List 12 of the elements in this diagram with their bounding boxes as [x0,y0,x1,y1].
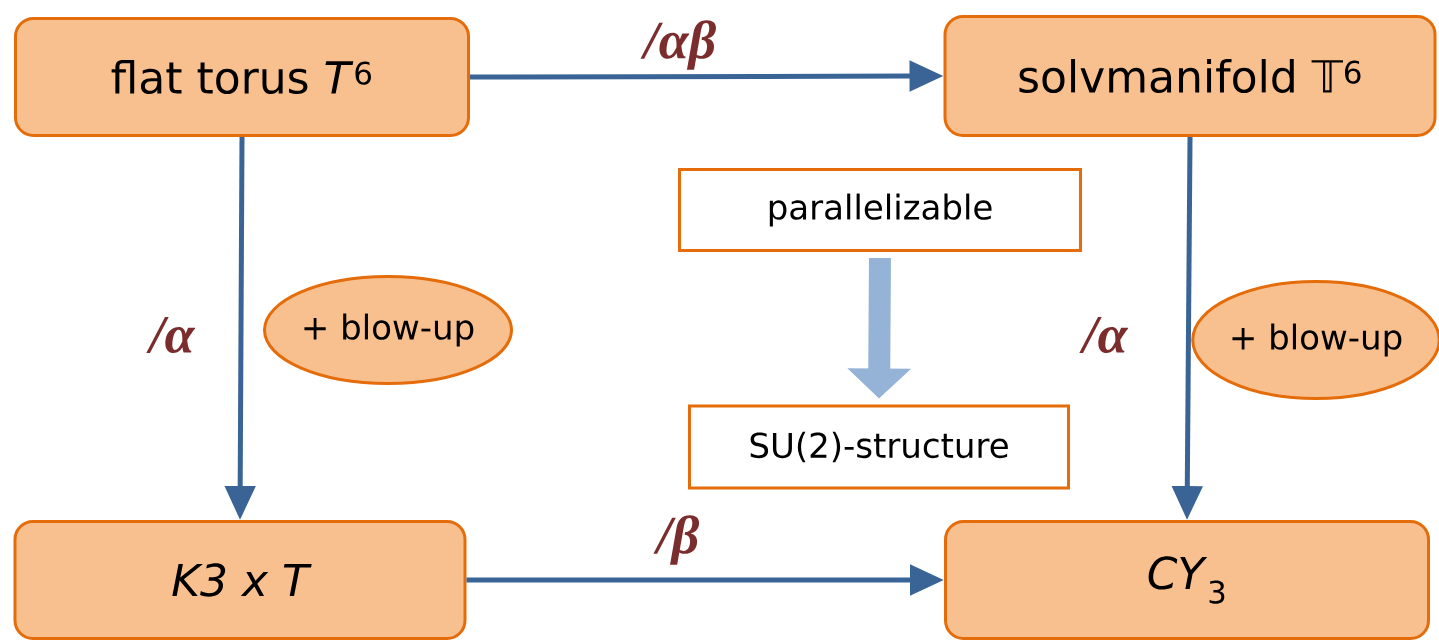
ellipse-node: + blow-up [263,275,513,385]
edge-label: /α [146,316,196,354]
text-box: SU(2)-structure [688,404,1070,490]
rounded-box: solvmanifold 𝕋$^{6}$ [943,15,1437,137]
rounded-box: CY$_{3}$ [944,520,1430,640]
text-box: parallelizable [678,168,1082,252]
edge-label: /αβ [640,20,716,70]
rounded-box: flat torus T$^{6}$ [14,17,470,137]
ellipse-node: + blow-up [1191,280,1439,400]
rounded-box: K3 x T [13,520,467,640]
edge-label: /β [653,515,700,565]
edge-label: /α [1079,316,1129,354]
